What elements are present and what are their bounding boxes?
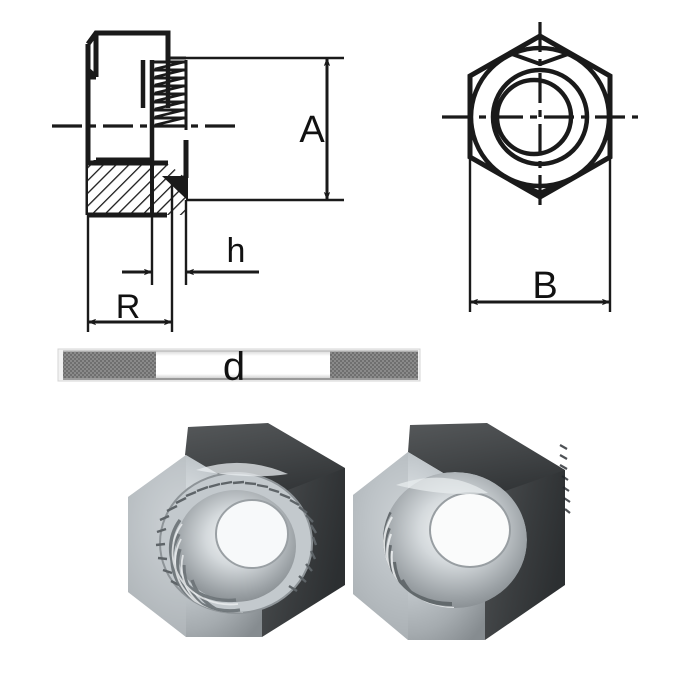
- dimension-B: [468, 157, 612, 312]
- dimension-label-d: d: [223, 345, 245, 389]
- hex-chamfer-vee-top: [511, 52, 569, 67]
- nut-right-front-face-shade: [353, 452, 408, 640]
- nut-right-through-hole: [430, 493, 510, 567]
- nut-photo-right: [353, 423, 571, 640]
- dimension-label-B: B: [532, 265, 557, 307]
- gauge-bar-right-segment: [330, 351, 418, 379]
- dimension-label-R: R: [116, 288, 141, 326]
- dimension-label-h: h: [227, 232, 246, 270]
- gauge-bar-center-segment: [156, 351, 330, 379]
- dimension-h: [122, 200, 259, 285]
- hex-chamfer-vee-bottom: [517, 181, 563, 196]
- nut-left-thread-highlight: [171, 523, 253, 613]
- nut-left-highlight: [196, 462, 288, 477]
- nut-photo-left: [128, 423, 345, 637]
- nut-right-highlight: [396, 477, 488, 494]
- dimension-label-A: A: [299, 109, 325, 151]
- dimension-A: [168, 56, 344, 202]
- nut-left-through-hole: [216, 500, 288, 568]
- gauge-bar-left-segment: [63, 351, 156, 379]
- thread-flank-hatch: [154, 60, 185, 127]
- nut-left-serration-teeth: [155, 480, 318, 593]
- nut-right-edge-texture: [559, 444, 571, 514]
- dimension-R: [86, 178, 174, 332]
